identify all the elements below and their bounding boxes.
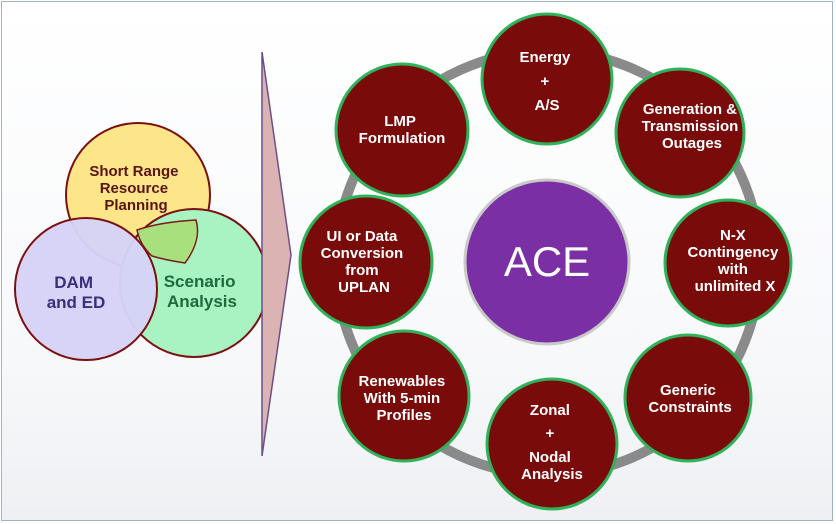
venn-left-label: DAM and ED — [47, 273, 106, 312]
node-contingency-label: N-X Contingency with unlimited X — [687, 227, 782, 295]
node-zonal-label: Zonal + Nodal Analysis — [521, 402, 583, 483]
node-constraints: Generic Constraints — [623, 333, 753, 463]
ace-core — [463, 178, 631, 346]
ace-label: ACE — [504, 238, 590, 285]
node-renewables: Renewables With 5-min Profiles — [337, 329, 471, 463]
node-renewables-label: Renewables With 5-min Profiles — [359, 373, 450, 424]
venn-diagram: Short Range Resource Planning DAM and ED… — [14, 122, 269, 361]
node-lmp-label: LMP Formulation — [359, 113, 446, 147]
venn-circle-dam — [14, 217, 158, 361]
node-zonal: Zonal + Nodal Analysis — [485, 377, 619, 511]
venn-top-label: Short Range Resource Planning — [89, 163, 182, 214]
node-ui: UI or Data Conversion from UPLAN — [298, 194, 434, 330]
node-contingency: N-X Contingency with unlimited X — [663, 198, 793, 328]
node-energy: Energy + A/S — [480, 12, 614, 146]
node-lmp: LMP Formulation — [334, 62, 470, 198]
venn-overlap — [136, 219, 199, 264]
node-outages-label: Generation & Transmission Outages — [642, 101, 743, 152]
transition-arrow — [261, 51, 292, 457]
node-ui-label: UI or Data Conversion from UPLAN — [321, 228, 408, 296]
node-outages: Generation & Transmission Outages — [614, 67, 746, 199]
node-energy-label: Energy + A/S — [519, 49, 574, 114]
node-constraints-label: Generic Constraints — [648, 382, 731, 416]
venn-right-label: Scenario Analysis — [164, 272, 241, 311]
